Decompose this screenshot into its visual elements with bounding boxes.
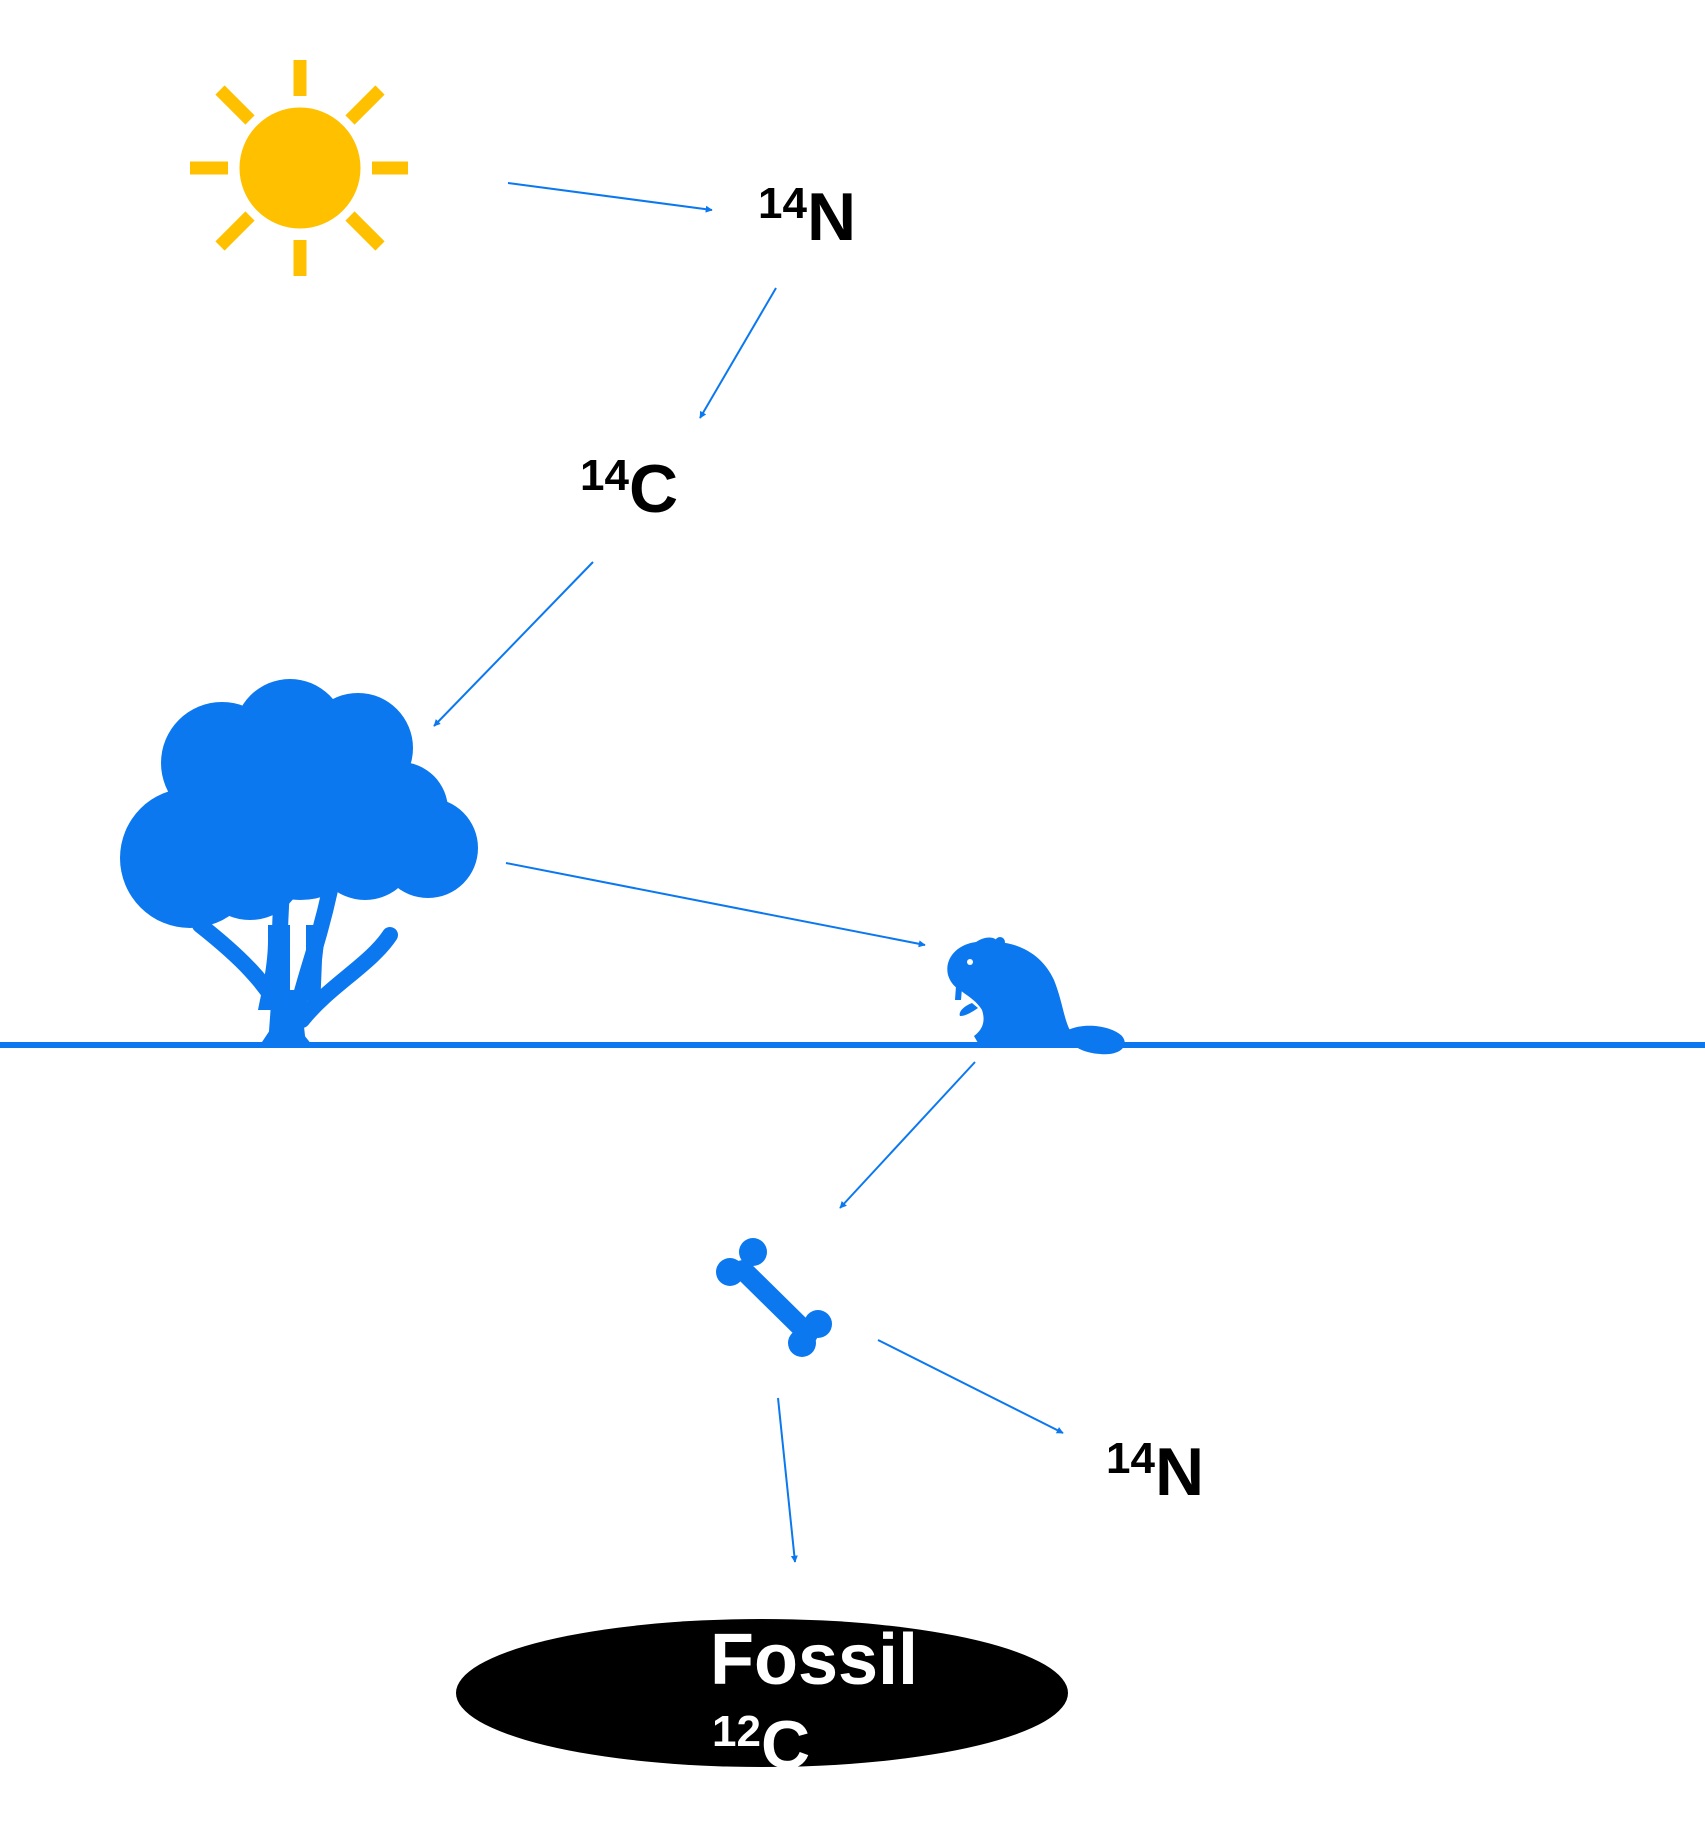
nitrogen-14-bottom-label: 14N: [1106, 1434, 1204, 1510]
arrow-carbon-to-tree: [433, 561, 594, 727]
nitrogen-14-top-mass: 14: [758, 179, 807, 228]
arrow-tree-to-beaver: [505, 862, 926, 948]
arrow-sun-to-nitrogen: [507, 182, 713, 213]
sun-core: [239, 107, 361, 229]
nitrogen-14-bottom-symbol: N: [1155, 1434, 1204, 1510]
nitrogen-14-bottom-mass: 14: [1106, 1434, 1155, 1483]
fossil-carbon-12-symbol: C: [761, 1707, 810, 1783]
arrow-bone-to-nitrogen: [877, 1339, 1064, 1434]
arrow-bone-to-fossil: [777, 1397, 798, 1563]
fossil-ellipse: [456, 1619, 1068, 1767]
carbon-14-label: 14C: [580, 451, 678, 527]
nitrogen-14-top-symbol: N: [807, 179, 856, 255]
nitrogen-14-top-label: 14N: [758, 179, 856, 255]
tree-icon: [120, 679, 478, 1045]
arrows: [433, 182, 1064, 1563]
arrow-beaver-to-bone: [839, 1061, 976, 1209]
sun-icon: [190, 60, 408, 276]
fossil-title: Fossil: [710, 1620, 918, 1700]
carbon-14-mass: 14: [580, 451, 629, 500]
beaver-eye: [967, 959, 973, 965]
carbon-14-symbol: C: [629, 451, 678, 527]
arrow-nitrogen-to-carbon: [699, 287, 777, 419]
bone-icon: [716, 1238, 832, 1357]
fossil-carbon-12-mass: 12: [712, 1707, 761, 1756]
fossil-carbon-12-label: 12C: [712, 1707, 810, 1783]
beaver-icon: [947, 937, 1125, 1055]
